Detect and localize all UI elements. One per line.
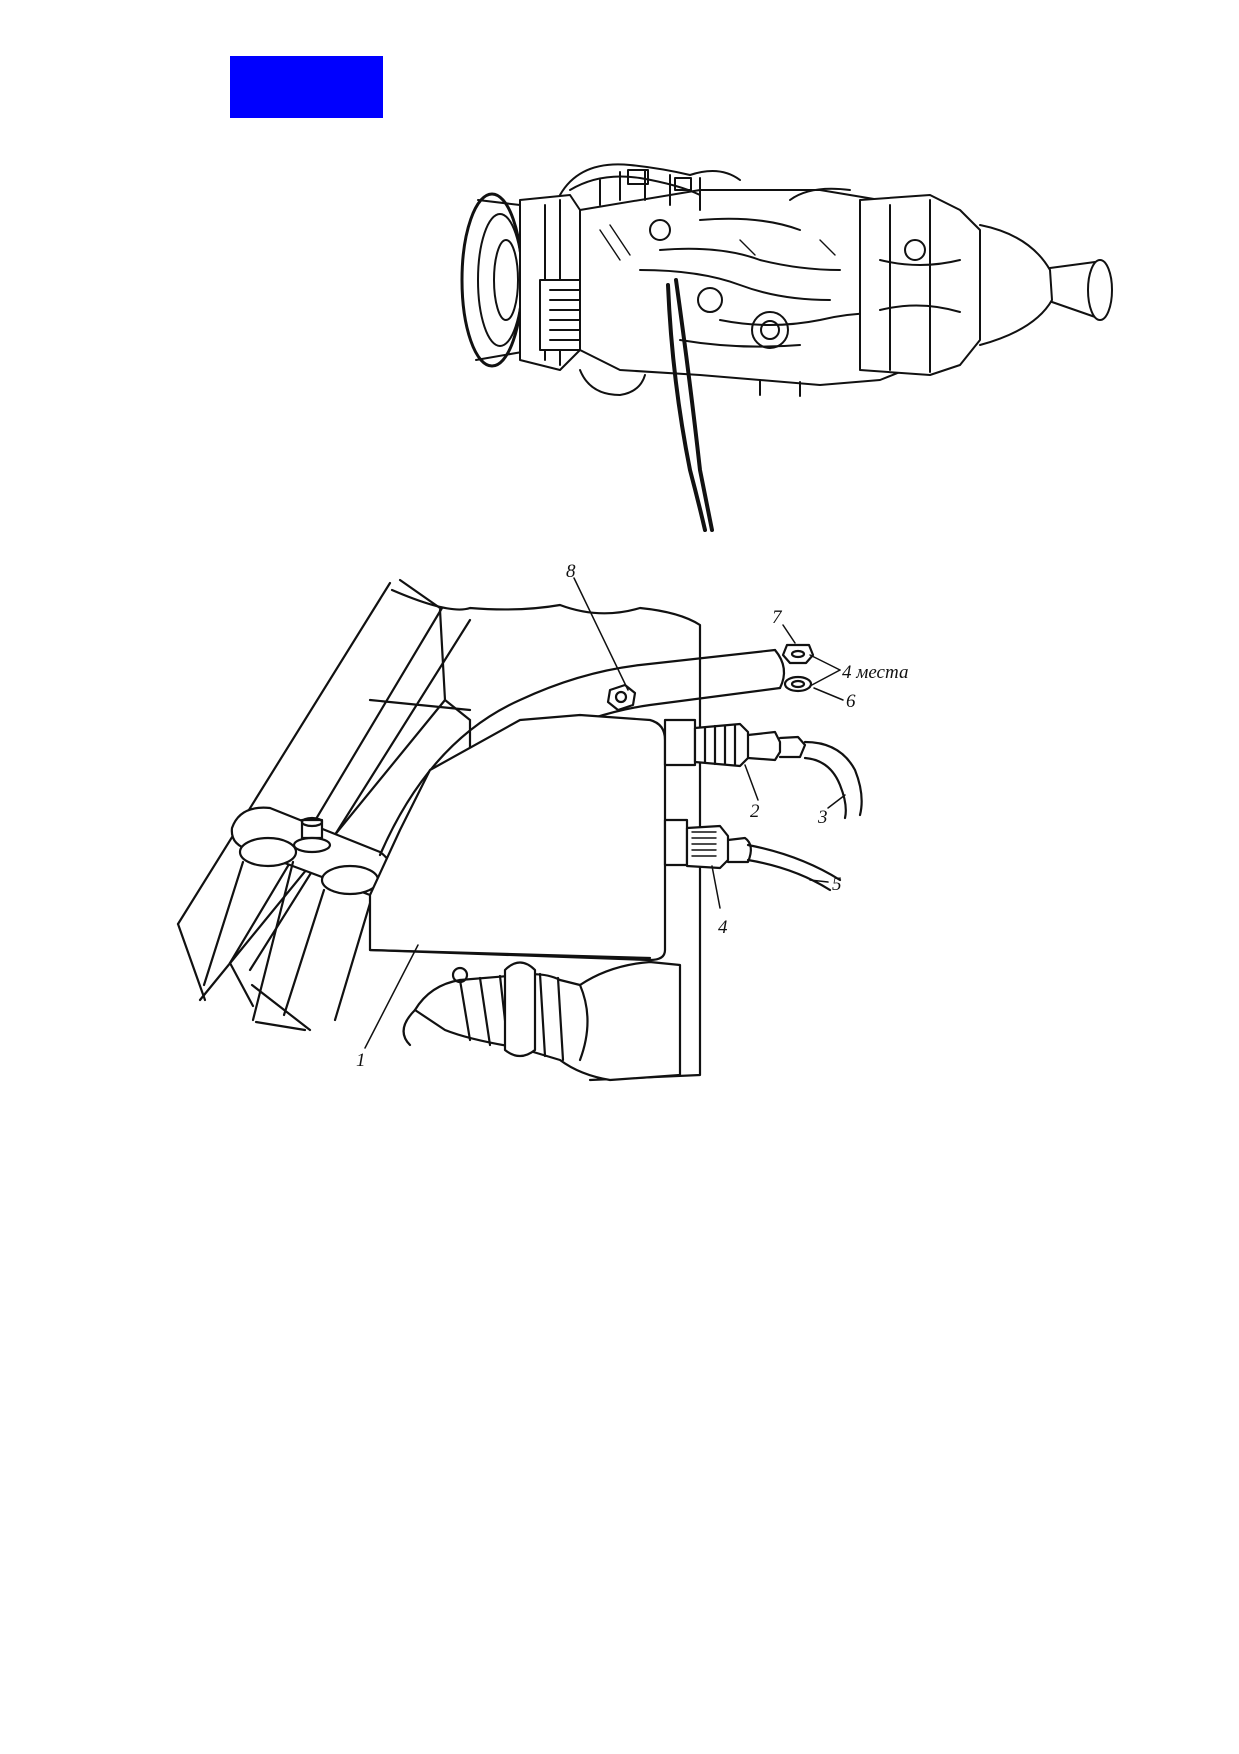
callout-7: 7	[772, 607, 783, 628]
callout-3: 3	[817, 807, 828, 828]
callout-6: 6	[846, 691, 856, 712]
callout-5: 5	[832, 874, 842, 895]
callout-2: 2	[750, 801, 760, 822]
callout-places: 4 места	[842, 662, 908, 683]
electrical-unit-mounting-icon	[176, 577, 863, 1082]
callout-8: 8	[566, 561, 576, 582]
callout-4: 4	[718, 917, 728, 938]
blue-tag-block	[230, 56, 383, 118]
callout-1: 1	[356, 1050, 366, 1071]
turboshaft-engine-icon	[460, 163, 1113, 532]
